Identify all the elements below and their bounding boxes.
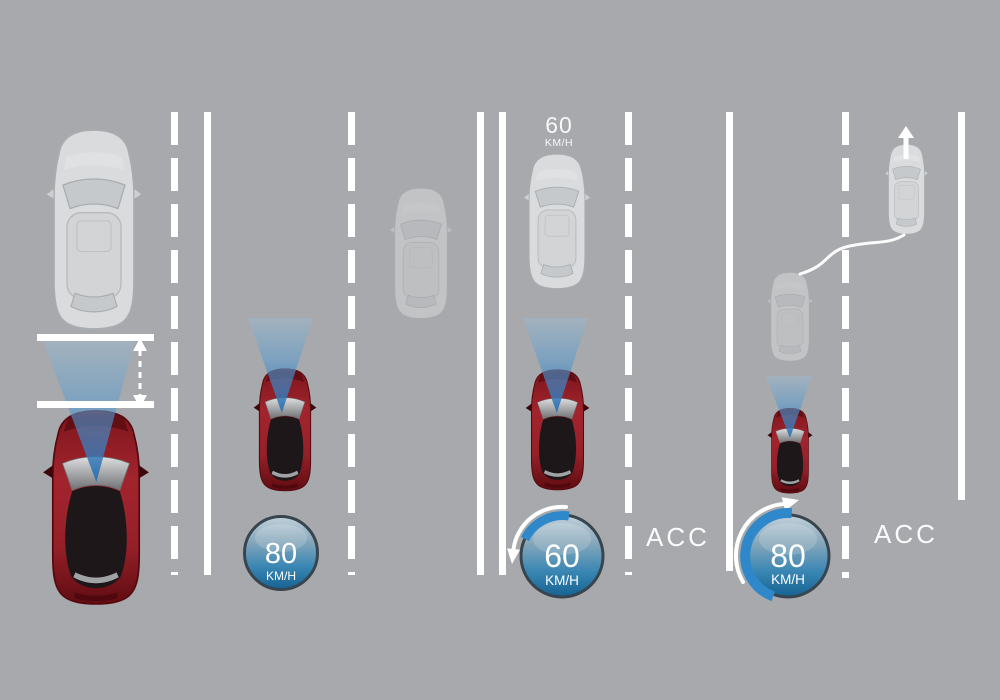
following-distance-arrow-icon — [133, 338, 147, 408]
lead-speed-label: 60 KM/H — [519, 114, 599, 149]
badge-speed-value: 80 — [265, 538, 297, 570]
acc-label-decelerate: ACC — [646, 522, 710, 552]
cut-out-car-faded — [766, 271, 814, 362]
lane-line-dashed-4 — [842, 112, 849, 578]
accelerate-arrow-icon — [733, 502, 786, 584]
badge-speed-unit: KM/H — [545, 573, 579, 588]
speed-badge-accelerate: 80 KM/H — [733, 497, 831, 602]
decelerate-blue-arc-icon — [520, 511, 570, 542]
lane-line-solid-2 — [477, 112, 484, 575]
lane-line-dashed-3 — [625, 112, 632, 575]
distance-marker-line-top — [37, 334, 154, 341]
adjacent-car-faded — [388, 186, 454, 320]
acc-label-accelerate: ACC — [874, 519, 938, 549]
lead-suv — [44, 127, 144, 331]
lane-line-solid-4 — [726, 112, 733, 571]
accelerate-arrowhead-icon — [781, 497, 799, 511]
lead-car-60kmh — [522, 152, 592, 290]
speed-badge-set: 80 KM/H — [243, 515, 319, 591]
distance-marker-line-bottom — [37, 401, 154, 408]
accelerate-blue-arc-icon — [740, 508, 793, 602]
decelerate-arrowhead-icon — [507, 548, 520, 564]
lead-speed-value: 60 — [545, 112, 573, 138]
lane-line-solid-3 — [499, 112, 506, 575]
lane-line-solid-1 — [204, 112, 211, 575]
lane-change-path-icon — [798, 233, 906, 276]
badge-speed-value: 60 — [544, 538, 580, 574]
decelerate-arrow-icon — [511, 504, 568, 551]
speed-badge-decelerate: 60 KM/H — [507, 504, 605, 599]
lead-speed-unit: KM/H — [544, 137, 574, 149]
badge-speed-unit: KM/H — [266, 569, 296, 583]
lane-line-dashed-1 — [171, 112, 178, 575]
speed-badge-circle — [243, 515, 319, 591]
badge-speed-value: 80 — [770, 538, 806, 574]
badge-speed-unit: KM/H — [771, 572, 805, 587]
departure-arrow-icon — [898, 126, 914, 159]
lane-line-dashed-2 — [348, 112, 355, 575]
lane-line-solid-5 — [958, 112, 965, 500]
